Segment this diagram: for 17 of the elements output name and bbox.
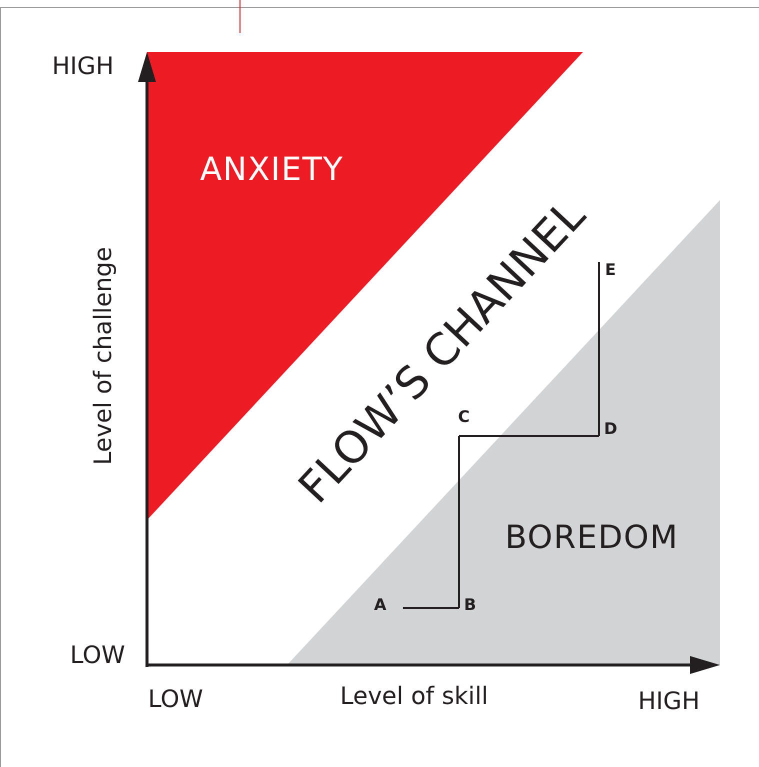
step-line xyxy=(459,435,599,437)
axis-label: HIGH xyxy=(52,52,114,80)
point-label: D xyxy=(604,421,618,437)
axis-label: LOW xyxy=(148,685,204,713)
axis-label: Level of skill xyxy=(340,682,488,710)
point-label: E xyxy=(605,262,616,278)
axis-title: Level of challenge xyxy=(89,246,118,466)
step-line xyxy=(458,436,460,608)
point-label: A xyxy=(374,597,386,613)
point-label: C xyxy=(458,409,470,425)
step-line xyxy=(598,262,600,436)
zone-label: BOREDOM xyxy=(505,518,678,556)
axis-label: HIGH xyxy=(638,687,700,715)
step-line xyxy=(403,607,459,609)
point-label: B xyxy=(464,597,476,613)
axis-label: LOW xyxy=(70,641,126,669)
zone-label: ANXIETY xyxy=(200,150,344,188)
